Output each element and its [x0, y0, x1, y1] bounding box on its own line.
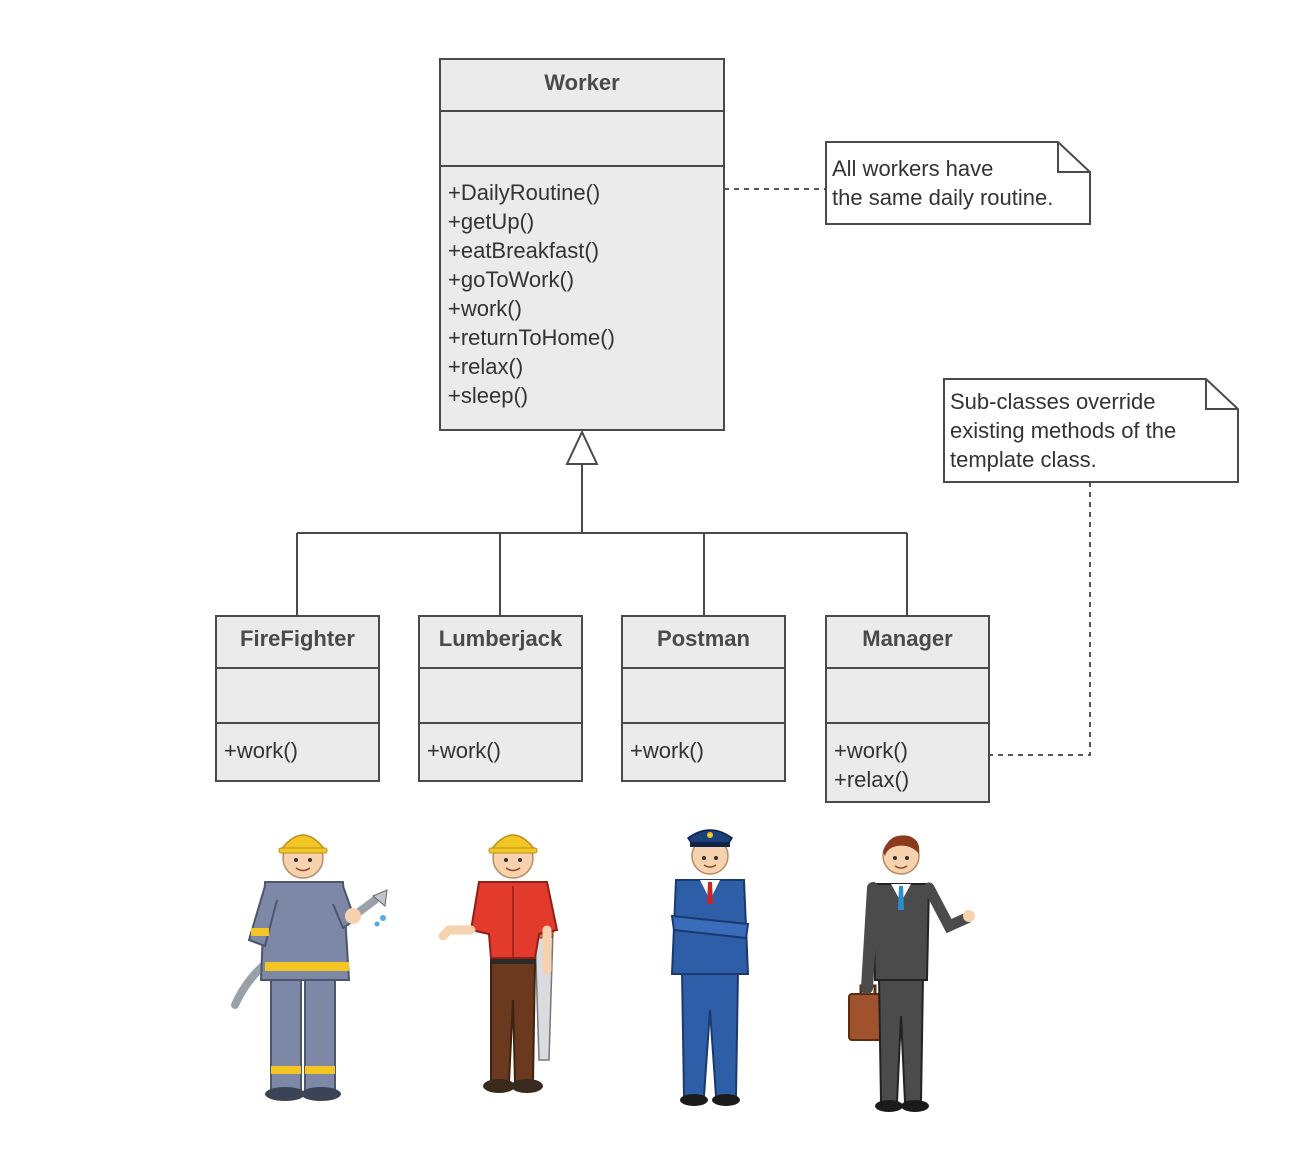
manager-figure: [848, 835, 975, 1112]
firefighter-class[interactable]: FireFighter +work(): [215, 615, 380, 782]
worker-method: +relax(): [448, 354, 524, 379]
postman-method: +work(): [630, 738, 704, 763]
worker-method: +goToWork(): [448, 267, 575, 292]
note-override-line: Sub-classes override: [950, 389, 1156, 414]
firefighter-class-name: FireFighter: [217, 617, 378, 669]
worker-methods: +DailyRoutine() +getUp() +eatBreakfast()…: [441, 167, 723, 410]
lumberjack-class[interactable]: Lumberjack +work(): [418, 615, 583, 782]
postman-attributes: [623, 669, 784, 724]
worker-method: +sleep(): [448, 383, 529, 408]
note-routine-line: the same daily routine.: [832, 185, 1054, 210]
note-routine-shape: [825, 141, 1091, 225]
firefighter-methods: +work(): [217, 724, 378, 765]
postman-class-name: Postman: [623, 617, 784, 669]
firefighter-method: +work(): [224, 738, 298, 763]
note-override: Sub-classes override existing methods of…: [946, 387, 1216, 474]
postman-class[interactable]: Postman +work(): [621, 615, 786, 782]
note-routine-line: All workers have: [832, 156, 994, 181]
note-override-connector: [988, 482, 1091, 756]
worker-method: +eatBreakfast(): [448, 238, 600, 263]
worker-attributes: [441, 112, 723, 167]
worker-method: +getUp(): [448, 209, 535, 234]
note-override-shape: [943, 378, 1239, 483]
note-override-line: existing methods of the: [950, 418, 1177, 443]
manager-attributes: [827, 669, 988, 724]
manager-class-name: Manager: [827, 617, 988, 669]
note-routine: All workers have the same daily routine.: [828, 154, 1068, 212]
manager-methods: +work() +relax(): [827, 724, 988, 794]
manager-method: +relax(): [834, 767, 910, 792]
worker-class[interactable]: Worker +DailyRoutine() +getUp() +eatBrea…: [439, 58, 725, 431]
manager-method: +work(): [834, 738, 908, 763]
worker-class-name: Worker: [441, 60, 723, 112]
lumberjack-methods: +work(): [420, 724, 581, 765]
inheritance-arrowhead: [565, 429, 599, 465]
postman-methods: +work(): [623, 724, 784, 765]
worker-method: +work(): [448, 296, 522, 321]
lumberjack-method: +work(): [427, 738, 501, 763]
postman-figure: [670, 829, 750, 1106]
manager-class[interactable]: Manager +work() +relax(): [825, 615, 990, 803]
lumberjack-class-name: Lumberjack: [420, 617, 581, 669]
note-override-line: template class.: [950, 447, 1097, 472]
lumberjack-figure: [438, 834, 559, 1093]
firefighter-figure: [231, 834, 388, 1101]
worker-method: +DailyRoutine(): [448, 180, 601, 205]
lumberjack-attributes: [420, 669, 581, 724]
worker-method: +returnToHome(): [448, 325, 615, 350]
firefighter-attributes: [217, 669, 378, 724]
